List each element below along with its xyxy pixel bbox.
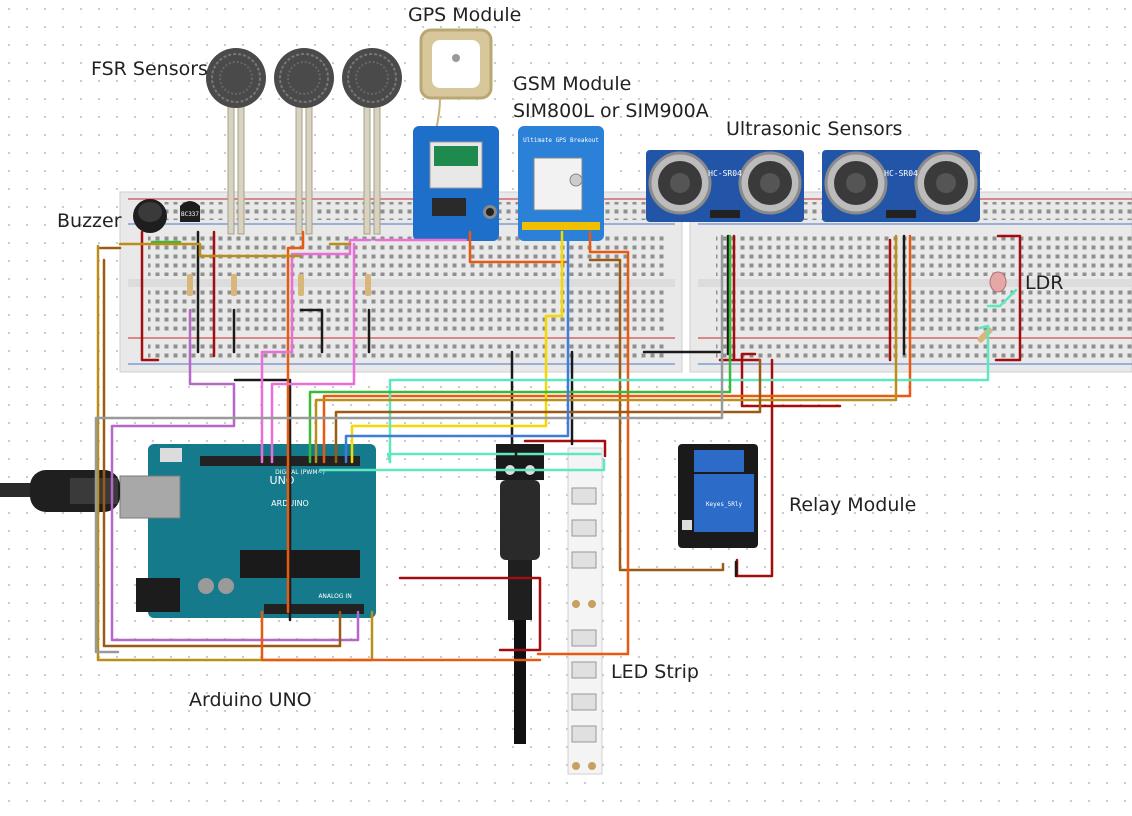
gsm-board: Ultimate GPS Breakout: [518, 126, 604, 241]
ultrasonic-sensors-label: Ultrasonic Sensors: [726, 118, 903, 140]
fsr-sensors-label: FSR Sensors: [91, 58, 208, 80]
relay-module-label: Relay Module: [789, 494, 917, 516]
buzzer-label: Buzzer: [57, 210, 122, 232]
ldr-label: LDR: [1025, 272, 1064, 294]
gps-module-label: GPS Module: [408, 4, 522, 26]
gps-antenna: [419, 28, 493, 131]
ultrasonic-sensor-1: HC-SR04: [646, 150, 804, 222]
transistor: BC337: [180, 201, 200, 222]
gps-breakout-text: Ultimate GPS Breakout: [523, 137, 599, 144]
ultrasonic-sensor-2: HC-SR04: [822, 150, 980, 222]
buzzer: [133, 199, 167, 233]
gps-board: [413, 126, 499, 241]
hc-sr04-label-1: HC-SR04: [708, 169, 742, 178]
arduino-board: UNO ARDUINO DIGITAL (PWM~) ANALOG IN: [119, 444, 376, 618]
wires: [94, 230, 1022, 662]
gsm-module-label-line2: SIM800L or SIM900A: [513, 100, 709, 122]
resistors: [187, 274, 993, 343]
analog-pins-text: ANALOG IN: [318, 593, 351, 600]
hc-sr04-label-2: HC-SR04: [884, 169, 918, 178]
relay-brand-text: Keyes_5Rly: [706, 501, 743, 508]
led-strip: [567, 447, 603, 775]
relay-module: Keyes_5Rly: [678, 444, 758, 548]
fsr-sensor-1: [206, 48, 266, 235]
power-jack: [496, 444, 544, 744]
arduino-uno-label: Arduino UNO: [189, 689, 312, 711]
led-strip-label: LED Strip: [611, 661, 699, 683]
ldr: [989, 271, 1007, 293]
usb-cable: [0, 470, 120, 512]
fsr-sensor-2: [274, 48, 334, 235]
transistor-label: BC337: [181, 211, 199, 218]
fsr-sensor-3: [342, 48, 402, 235]
gsm-module-label-line1: GSM Module: [513, 73, 632, 95]
digital-pins-text: DIGITAL (PWM~): [275, 469, 325, 476]
